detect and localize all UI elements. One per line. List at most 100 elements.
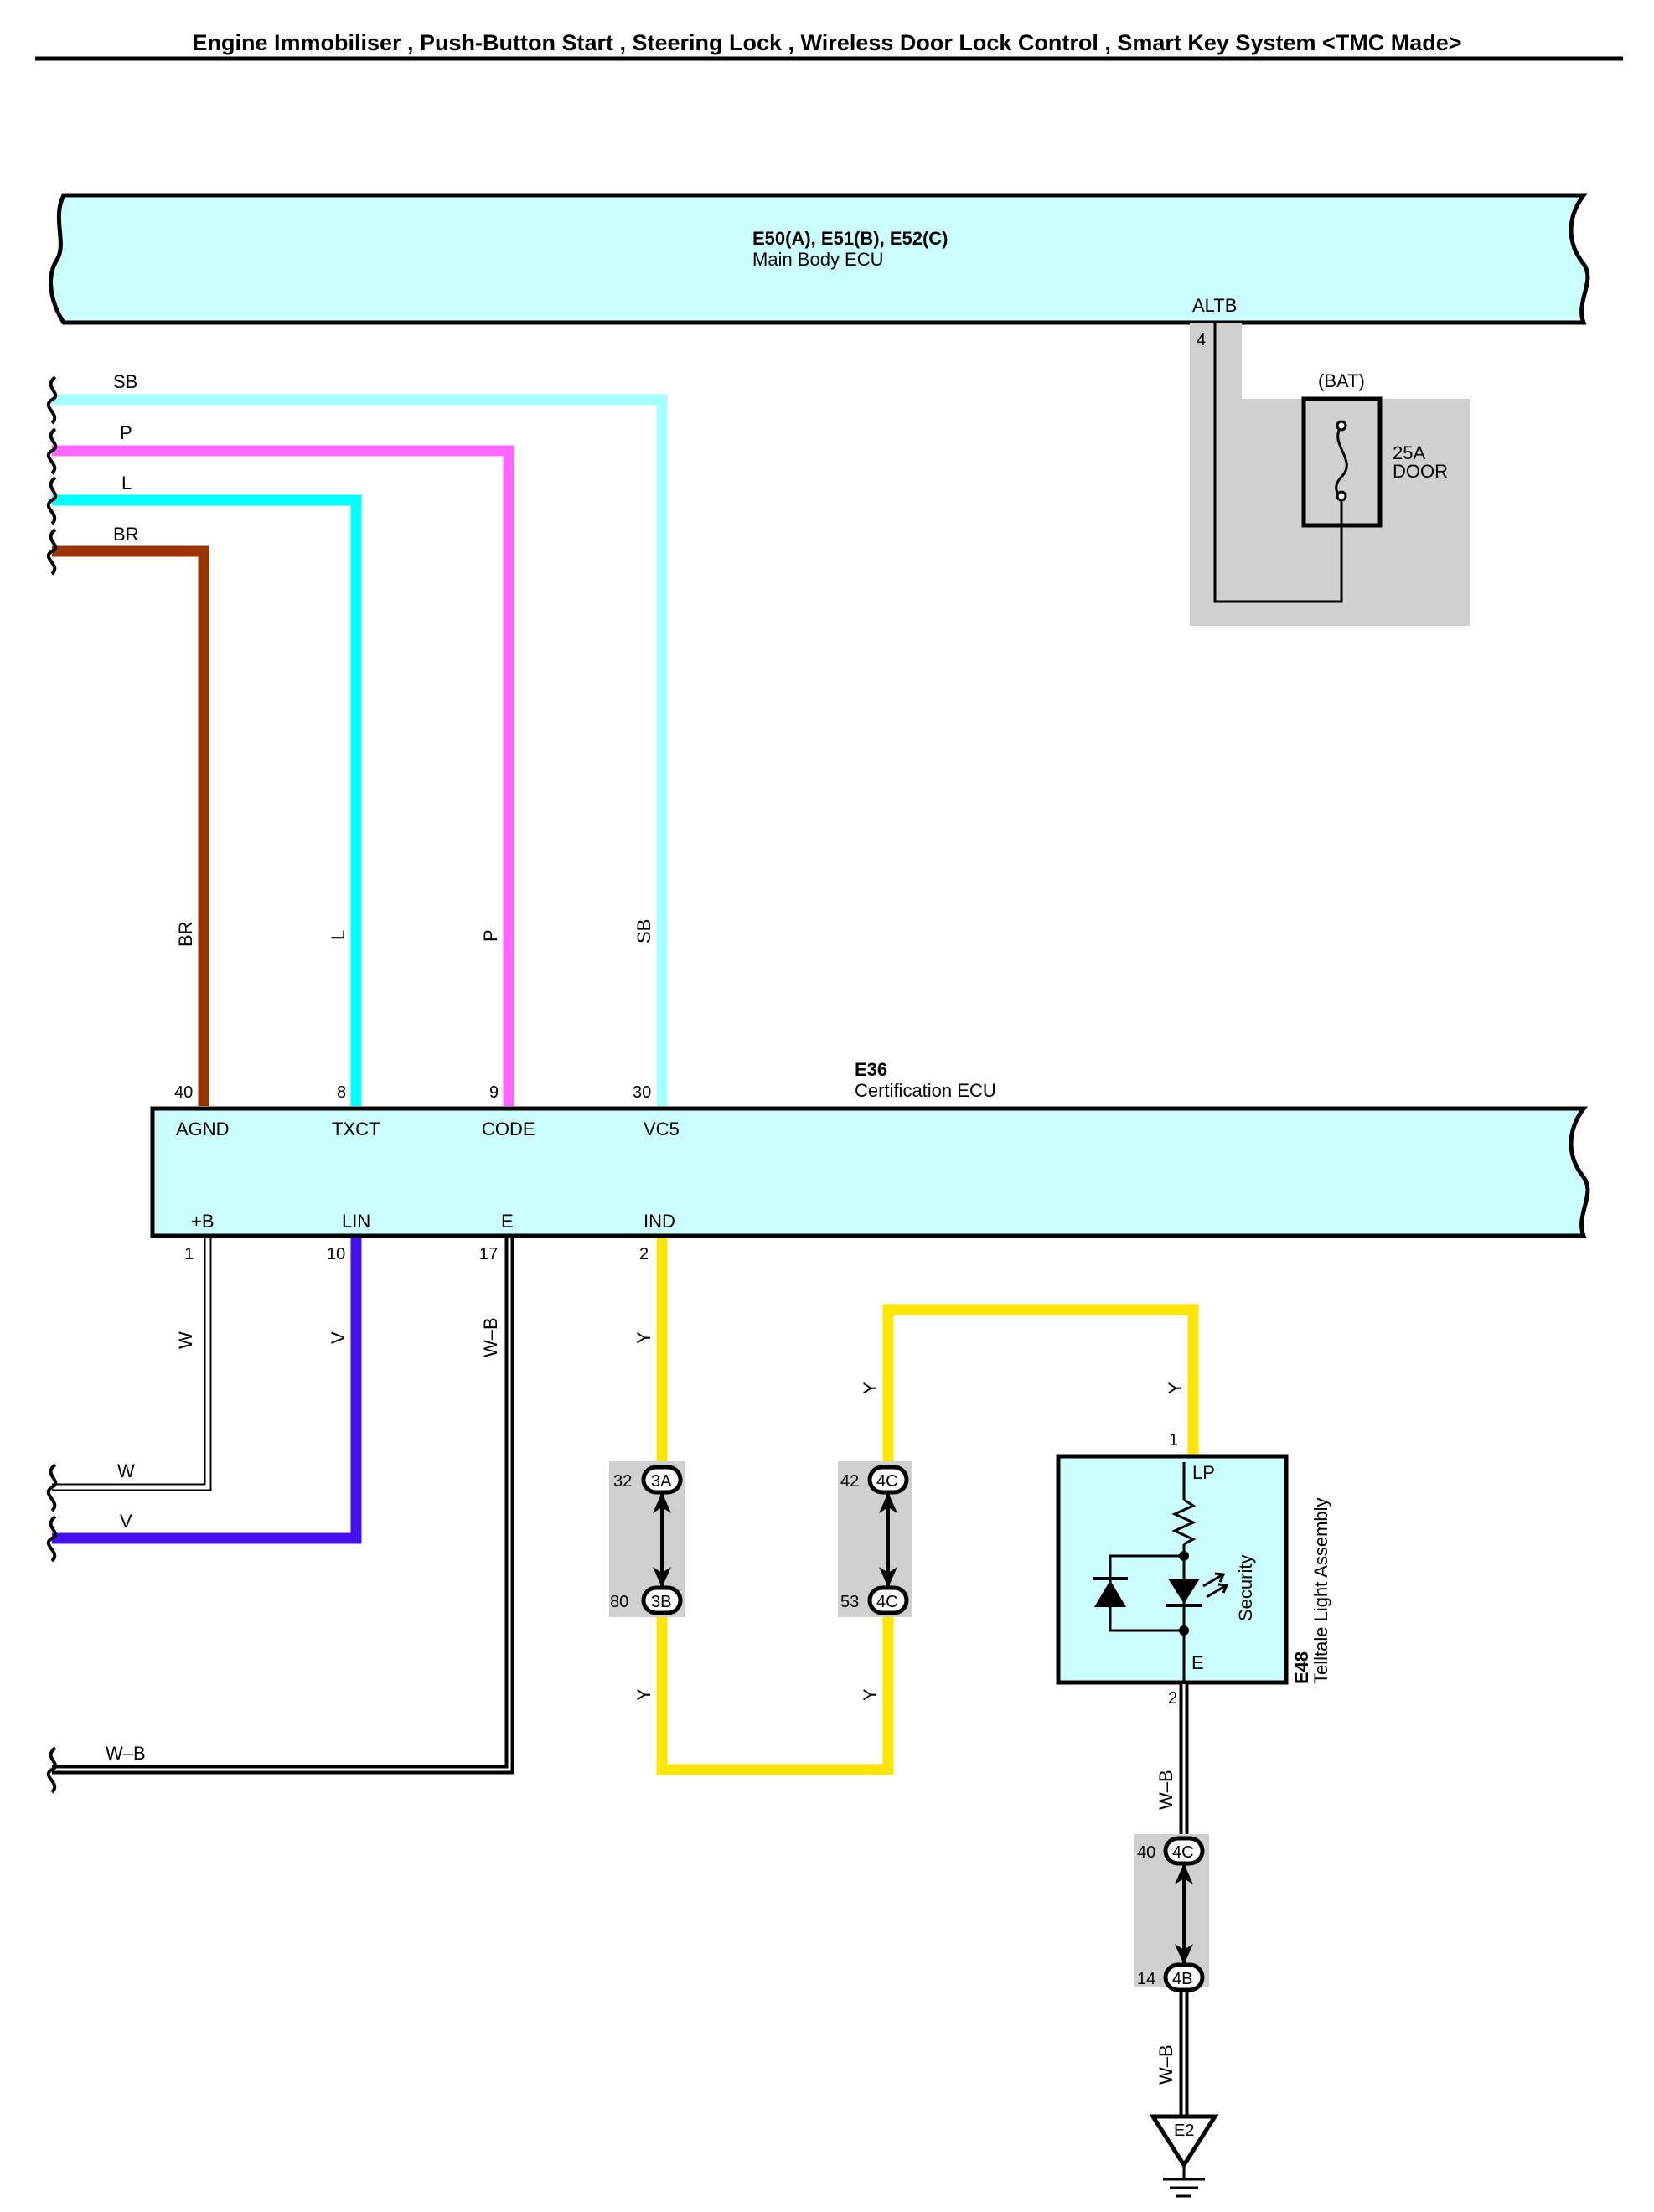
wire-label-w-bottom: W <box>117 1460 135 1481</box>
wire-label-y-4: Y <box>860 1688 881 1701</box>
wire-break-p <box>46 427 58 475</box>
fuse-bottom-terminal <box>1336 490 1347 502</box>
certification-ecu-box[interactable] <box>150 1106 1590 1238</box>
led-emission-arrow-2 <box>1206 1583 1229 1599</box>
fuse-name: DOOR <box>1393 461 1448 482</box>
telltale-security-label: Security <box>1235 1555 1256 1621</box>
main-body-ecu-box[interactable] <box>49 193 1590 325</box>
junction-4c-top-pin: 42 <box>840 1472 859 1491</box>
wire-break-br <box>46 528 58 576</box>
telltale-terminal-e: E <box>1191 1652 1204 1673</box>
wire-label-w-vertical: W <box>175 1331 196 1349</box>
wire-label-sb-top: SB <box>113 371 137 392</box>
junction-3b-arrow-down <box>653 1567 671 1588</box>
terminal-vc5: VC5 <box>644 1119 680 1140</box>
wire-label-wb-ground-1: W–B <box>1155 1770 1176 1810</box>
altb-pin-number: 4 <box>1197 331 1206 349</box>
junction-4c-arrow-down <box>879 1567 897 1588</box>
pin-code-number: 9 <box>489 1083 499 1102</box>
fuse-source-label: (BAT) <box>1318 370 1365 391</box>
pin-plus-b-number: 1 <box>184 1245 194 1264</box>
terminal-plus-b: +B <box>191 1211 215 1232</box>
junction-4c-bottom-pin: 53 <box>840 1593 859 1611</box>
junction-4b-arrow-down <box>1175 1944 1193 1965</box>
junction-3a-pin: 32 <box>613 1472 632 1491</box>
wire-br <box>52 545 209 1106</box>
wire-label-l-vertical: L <box>328 930 349 940</box>
altb-splice-area <box>1190 323 1470 626</box>
security-led-icon <box>1168 1579 1200 1604</box>
pin-agnd-number: 40 <box>174 1083 193 1102</box>
junction-4b-pin: 14 <box>1137 1970 1155 1988</box>
altb-fuse-wire <box>1213 323 1343 603</box>
telltale-connector: E48 <box>1291 1651 1312 1684</box>
telltale-light-assembly[interactable] <box>1056 1454 1289 1685</box>
wire-break-l <box>46 476 58 525</box>
telltale-terminal-lp: LP <box>1192 1462 1215 1483</box>
wire-sb <box>52 394 668 1106</box>
junction-4b-code: 4B <box>1172 1970 1192 1988</box>
fuse-top-terminal <box>1336 420 1347 432</box>
wire-l <box>52 494 362 1106</box>
junction-4c-ground-arrow-up <box>1175 1863 1193 1884</box>
wire-label-y-1: Y <box>633 1331 654 1344</box>
junction-3b-pin: 80 <box>610 1593 628 1611</box>
led-emission-arrow-1 <box>1202 1572 1226 1588</box>
junction-3a-arrow-up <box>653 1492 671 1513</box>
pin-txct-number: 8 <box>337 1083 346 1102</box>
ground-label: E2 <box>1174 2122 1194 2140</box>
wire-v <box>52 1238 362 1544</box>
terminal-agnd: AGND <box>176 1119 230 1140</box>
wire-break-wb <box>46 1746 58 1794</box>
certification-ecu-name: Certification ECU <box>855 1080 996 1101</box>
wire-label-v-bottom: V <box>120 1511 132 1532</box>
wire-label-p-vertical: P <box>480 929 501 942</box>
main-body-ecu-connectors: E50(A), E51(B), E52(C) <box>752 228 948 249</box>
wire-w <box>52 1238 210 1490</box>
fuse-rating: 25A <box>1393 442 1425 463</box>
wire-break-sb <box>46 375 58 425</box>
wire-label-l-top: L <box>121 473 132 494</box>
wire-label-sb-vertical: SB <box>633 919 654 943</box>
junction-3a-code: 3A <box>651 1472 672 1491</box>
junction-3b-code: 3B <box>651 1593 671 1611</box>
wire-wb-outline <box>52 1238 514 1775</box>
wire-label-p-top: P <box>120 422 132 443</box>
terminal-lin: LIN <box>342 1211 370 1232</box>
pin-vc5-number: 30 <box>633 1083 651 1102</box>
junction-4c-arrow-up <box>879 1492 897 1513</box>
wire-label-v-vertical: V <box>328 1331 349 1344</box>
terminal-e: E <box>501 1211 514 1232</box>
pin-e-number: 17 <box>479 1245 498 1264</box>
ground-icon <box>1163 2178 1205 2198</box>
telltale-name: Telltale Light Assembly <box>1310 1497 1331 1684</box>
main-body-ecu-name: Main Body ECU <box>752 249 884 270</box>
wire-wb-stripe <box>52 1238 511 1771</box>
telltale-pin-e: 2 <box>1168 1689 1177 1708</box>
telltale-pin-lp: 1 <box>1169 1431 1178 1450</box>
junction-4c-ground-pin: 40 <box>1137 1843 1155 1862</box>
wire-p <box>52 445 514 1106</box>
pin-lin-number: 10 <box>327 1245 345 1264</box>
junction-4c-bottom-code: 4C <box>876 1593 898 1611</box>
wire-label-br-top: BR <box>113 524 139 545</box>
junction-4c-ground-code: 4C <box>1172 1843 1194 1862</box>
wire-w-outline <box>52 1238 212 1491</box>
junction-4c-bottom-connector[interactable] <box>867 1585 909 1615</box>
wire-label-y-5: Y <box>1165 1382 1186 1394</box>
terminal-txct: TXCT <box>332 1119 380 1140</box>
terminal-code: CODE <box>482 1119 535 1140</box>
wire-label-wb-vertical: W–B <box>480 1317 501 1357</box>
wire-label-wb-bottom: W–B <box>106 1743 146 1764</box>
wire-label-y-2: Y <box>633 1688 654 1701</box>
junction-4b-connector[interactable] <box>1163 1962 1205 1992</box>
certification-ecu-connector: E36 <box>855 1059 887 1080</box>
junction-4c-top-code: 4C <box>876 1472 898 1491</box>
wire-break-v <box>46 1515 58 1563</box>
junction-3b-connector[interactable] <box>641 1585 683 1615</box>
page-title: Engine Immobiliser , Push-Button Start ,… <box>192 30 1461 55</box>
ground-point-e2[interactable] <box>1149 2114 1219 2169</box>
pin-ind-number: 2 <box>639 1245 649 1264</box>
wire-label-wb-ground-2: W–B <box>1155 2044 1176 2085</box>
